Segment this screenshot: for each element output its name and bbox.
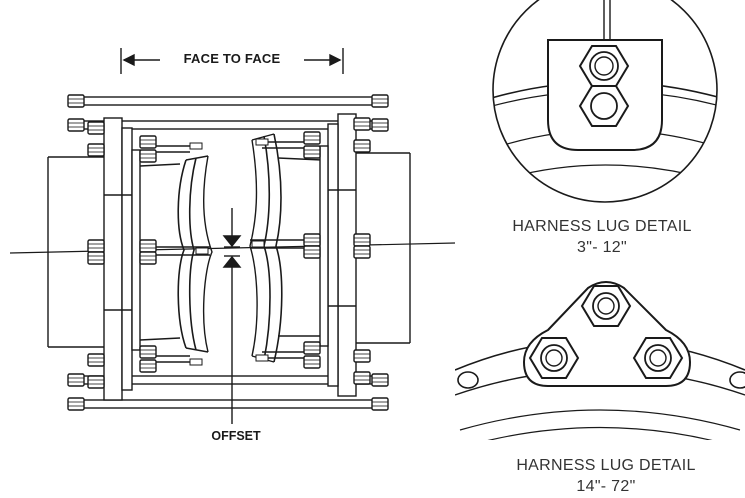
- left-flange: [103, 117, 141, 401]
- coupling-assembly: [9, 96, 456, 409]
- face-to-face-label: FACE TO FACE: [164, 51, 300, 66]
- harness-lug-detail-small: [492, 0, 718, 203]
- detail-caption-large: HARNESS LUG DETAIL 14"- 72": [482, 455, 730, 497]
- harness-lug-detail-large: [455, 281, 745, 440]
- detail-caption-small: HARNESS LUG DETAIL 3"- 12": [478, 216, 726, 258]
- center-line: [9, 242, 456, 254]
- detail-title: HARNESS LUG DETAIL: [512, 218, 692, 235]
- face-to-face-dimension: [120, 48, 344, 74]
- right-pipe: [356, 152, 411, 344]
- offset-label: OFFSET: [211, 429, 261, 443]
- detail-title: HARNESS LUG DETAIL: [516, 457, 696, 474]
- offset-dimension: [222, 208, 242, 424]
- right-flange: [319, 113, 357, 397]
- detail-size-range: 14"- 72": [576, 478, 636, 495]
- left-gasket: [177, 155, 213, 353]
- detail-size-range: 3"- 12": [577, 239, 627, 256]
